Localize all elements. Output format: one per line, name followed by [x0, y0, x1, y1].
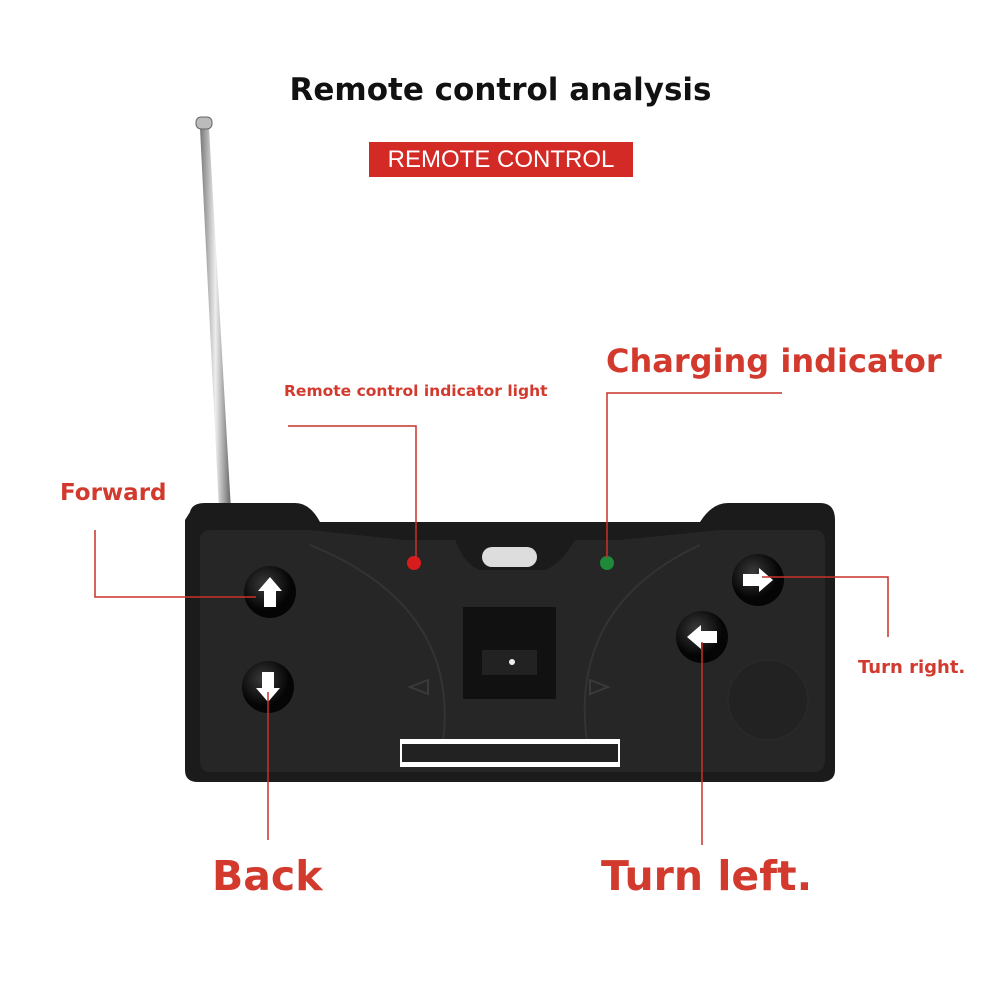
arrow-right-icon	[743, 568, 773, 592]
remote-control-badge: REMOTE CONTROL	[369, 142, 633, 177]
label-turn-right: Turn right.	[858, 657, 966, 678]
green-led	[600, 556, 614, 570]
antenna	[195, 116, 231, 510]
back-button	[242, 661, 294, 713]
label-back: Back	[212, 852, 323, 900]
red-led	[407, 556, 421, 570]
label-turn-left: Turn left.	[601, 852, 813, 900]
turn-right-button	[732, 554, 784, 606]
arrow-up-icon	[258, 577, 282, 607]
label-charging-indicator: Charging indicator	[606, 342, 942, 380]
forward-button	[244, 566, 296, 618]
arrow-left-icon	[687, 625, 717, 649]
turn-left-button	[676, 611, 728, 663]
page-title: Remote control analysis	[289, 72, 712, 108]
label-indicator-light: Remote control indicator light	[284, 382, 548, 400]
stripe-bar	[400, 739, 620, 767]
arrow-down-icon	[256, 672, 280, 702]
callout-lines	[94, 392, 889, 845]
switch-grip	[482, 547, 537, 567]
label-forward: Forward	[60, 480, 167, 506]
remote-body	[185, 503, 835, 782]
